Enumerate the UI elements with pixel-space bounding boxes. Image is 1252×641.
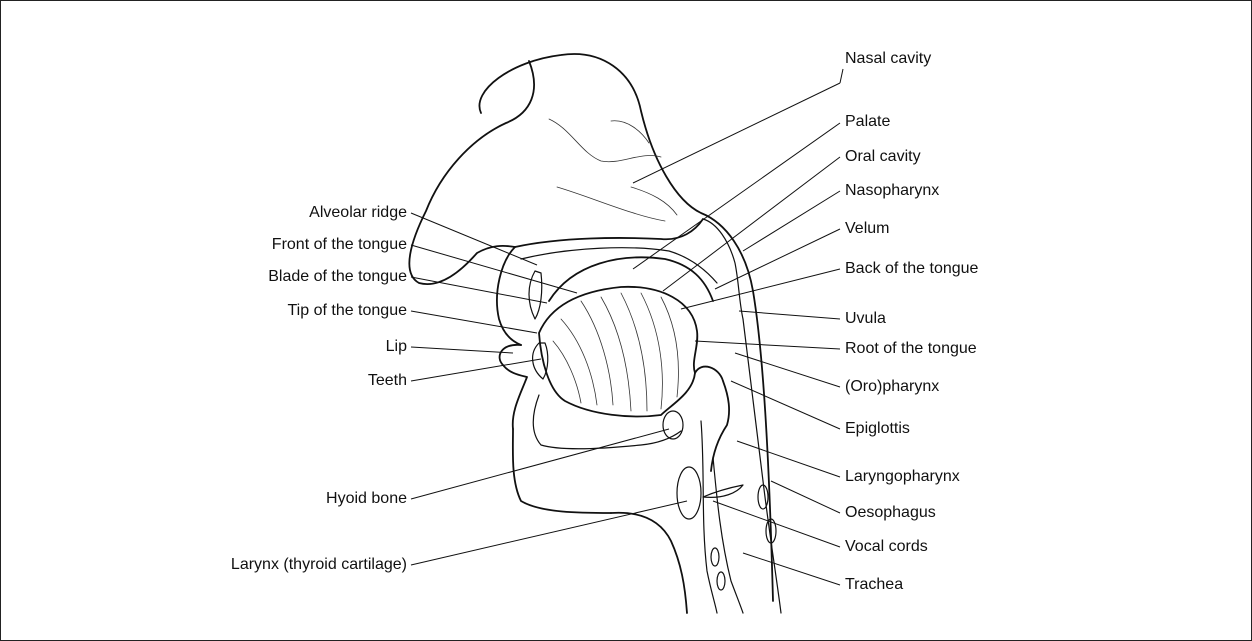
labels-left: Alveolar ridge Front of the tongue Blade…: [231, 204, 407, 573]
leader-hyoid-bone: [411, 429, 669, 499]
trachea-ring-1: [711, 548, 719, 566]
leader-oesophagus: [771, 481, 840, 513]
tongue-outline: [539, 287, 697, 417]
leader-teeth: [411, 359, 541, 381]
oral-arch: [549, 257, 713, 301]
jaw-inner: [533, 395, 681, 449]
label-epiglottis: Epiglottis: [845, 420, 910, 437]
label-oropharynx: (Oro)pharynx: [845, 378, 939, 395]
trachea-ring-2: [717, 572, 725, 590]
label-nasal-cavity: Nasal cavity: [845, 50, 931, 67]
leader-laryngopharynx: [737, 441, 840, 477]
label-tip-of-tongue: Tip of the tongue: [288, 302, 408, 319]
label-root-of-tongue: Root of the tongue: [845, 340, 977, 357]
label-lip: Lip: [386, 338, 407, 355]
leader-tip-of-tongue: [411, 311, 537, 333]
label-front-of-tongue: Front of the tongue: [272, 236, 407, 253]
velum-outline: [703, 219, 743, 319]
lower-lip: [500, 345, 527, 429]
leader-back-of-tongue: [681, 269, 840, 309]
leader-epiglottis: [731, 381, 840, 429]
epiglottis-shape: [695, 367, 729, 471]
labels-right: Nasal cavity Palate Oral cavity Nasophar…: [845, 50, 979, 593]
nose-outline: [409, 61, 534, 284]
label-larynx: Larynx (thyroid cartilage): [231, 556, 407, 573]
leader-oral-cavity: [663, 157, 840, 291]
label-oral-cavity: Oral cavity: [845, 148, 921, 165]
label-nasopharynx: Nasopharynx: [845, 182, 939, 199]
label-laryngopharynx: Laryngopharynx: [845, 468, 960, 485]
vocal-tract-drawing: [409, 54, 781, 613]
leader-lines: [411, 83, 840, 585]
nasal-cavity-outline: [479, 54, 773, 601]
leader-root-of-tongue: [695, 341, 840, 349]
label-teeth: Teeth: [368, 372, 407, 389]
label-velum: Velum: [845, 220, 889, 237]
leader-lip: [411, 347, 513, 353]
label-uvula: Uvula: [845, 310, 886, 327]
upper-teeth: [529, 271, 542, 319]
chin-outline: [513, 429, 611, 513]
leader-front-of-tongue: [411, 245, 577, 293]
leader-vocal-cords: [713, 501, 840, 547]
label-alveolar-ridge: Alveolar ridge: [309, 204, 407, 221]
leader-palate: [633, 123, 840, 269]
vocal-cords-shape: [703, 485, 743, 497]
label-hyoid-bone: Hyoid bone: [326, 490, 407, 507]
leader-blade-of-tongue: [411, 277, 547, 303]
leader-nasal-cavity: [633, 83, 840, 183]
leader-uvula: [739, 311, 840, 319]
palate-outline: [515, 219, 703, 247]
leader-nasal-cavity-hook: [840, 69, 843, 83]
leader-trachea: [743, 553, 840, 585]
label-oesophagus: Oesophagus: [845, 504, 936, 521]
leader-nasopharynx: [743, 191, 840, 251]
neck-front: [611, 513, 687, 613]
hyoid-bone-shape: [663, 411, 683, 439]
larynx-inner-wall: [713, 457, 743, 613]
label-trachea: Trachea: [845, 576, 903, 593]
palate-inner: [521, 248, 717, 283]
label-back-of-tongue: Back of the tongue: [845, 260, 979, 277]
label-blade-of-tongue: Blade of the tongue: [268, 268, 407, 285]
label-palate: Palate: [845, 113, 890, 130]
thyroid-cartilage-shape: [677, 467, 701, 519]
oesophagus-ring-1: [758, 485, 768, 509]
label-vocal-cords: Vocal cords: [845, 538, 928, 555]
